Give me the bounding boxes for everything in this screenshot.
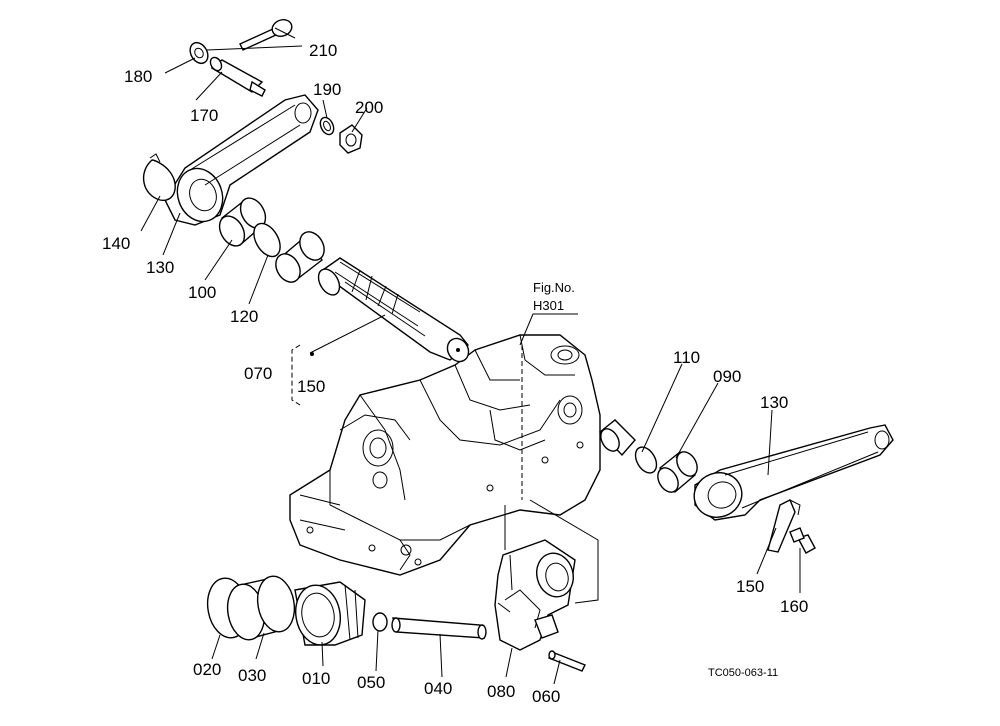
washer-180 bbox=[189, 41, 209, 65]
pin-170 bbox=[209, 56, 266, 97]
callout-130-right: 130 bbox=[760, 393, 788, 412]
callout-130-left: 130 bbox=[146, 258, 174, 277]
callout-090: 090 bbox=[713, 367, 741, 386]
callout-110: 110 bbox=[673, 348, 700, 367]
callout-060: 060 bbox=[532, 687, 560, 706]
callout-150-bracket: 150 bbox=[297, 377, 325, 396]
callout-labels: 210 180 170 190 200 140 130 100 120 070 … bbox=[102, 41, 808, 706]
o-ring-110 bbox=[634, 446, 658, 474]
callout-160: 160 bbox=[780, 597, 808, 616]
callout-070: 070 bbox=[244, 364, 272, 383]
piston-010 bbox=[294, 581, 366, 646]
callout-020: 020 bbox=[193, 660, 221, 679]
bolt-160 bbox=[789, 527, 816, 554]
callout-010: 010 bbox=[302, 669, 330, 688]
callout-200: 200 bbox=[355, 98, 383, 117]
callout-100: 100 bbox=[188, 283, 216, 302]
rod-040 bbox=[391, 617, 487, 640]
callout-050: 050 bbox=[357, 673, 385, 692]
plate-150-right bbox=[767, 499, 796, 553]
callout-190: 190 bbox=[313, 80, 341, 99]
figure-ref-line1: Fig.No. bbox=[533, 280, 575, 295]
washer-190 bbox=[319, 116, 335, 136]
nut-200 bbox=[339, 124, 363, 154]
pin-060 bbox=[548, 650, 586, 672]
callout-080: 080 bbox=[487, 682, 515, 701]
bushing-100 bbox=[218, 197, 267, 247]
arm-080 bbox=[494, 539, 576, 651]
bushing-090 bbox=[657, 450, 698, 494]
callout-210: 210 bbox=[309, 41, 337, 60]
callout-170: 170 bbox=[190, 106, 218, 125]
figure-ref-line2: H301 bbox=[533, 298, 564, 313]
shaft-070 bbox=[317, 257, 470, 363]
callout-180: 180 bbox=[124, 67, 152, 86]
snap-ring-140 bbox=[142, 159, 176, 201]
o-ring-120 bbox=[253, 222, 281, 258]
ring-030 bbox=[226, 575, 296, 641]
callout-150-right: 150 bbox=[736, 577, 764, 596]
callout-030: 030 bbox=[238, 666, 266, 685]
lift-arm-housing bbox=[289, 334, 601, 576]
bushing-right-housing bbox=[598, 419, 636, 457]
callout-140: 140 bbox=[102, 234, 130, 253]
bushing-left-shaft bbox=[275, 231, 325, 283]
lift-arm-130-left bbox=[164, 94, 319, 226]
drawing-code: TC050-063-11 bbox=[708, 667, 778, 679]
o-ring-050 bbox=[372, 612, 388, 632]
callout-120: 120 bbox=[230, 307, 258, 326]
leader-lines bbox=[140, 45, 801, 685]
pin-210 bbox=[239, 19, 296, 51]
lift-arm-130-right bbox=[693, 424, 894, 521]
callout-040: 040 bbox=[424, 679, 452, 698]
